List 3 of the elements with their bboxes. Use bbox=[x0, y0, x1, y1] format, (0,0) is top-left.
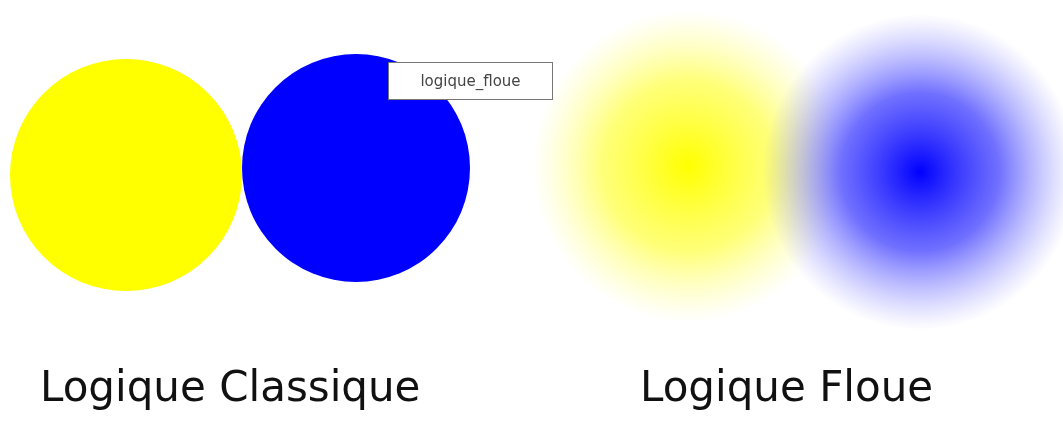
caption-text: Logique Classique bbox=[40, 362, 421, 411]
tooltip: logique_floue bbox=[388, 62, 553, 100]
caption-text: Logique Floue bbox=[640, 362, 934, 411]
